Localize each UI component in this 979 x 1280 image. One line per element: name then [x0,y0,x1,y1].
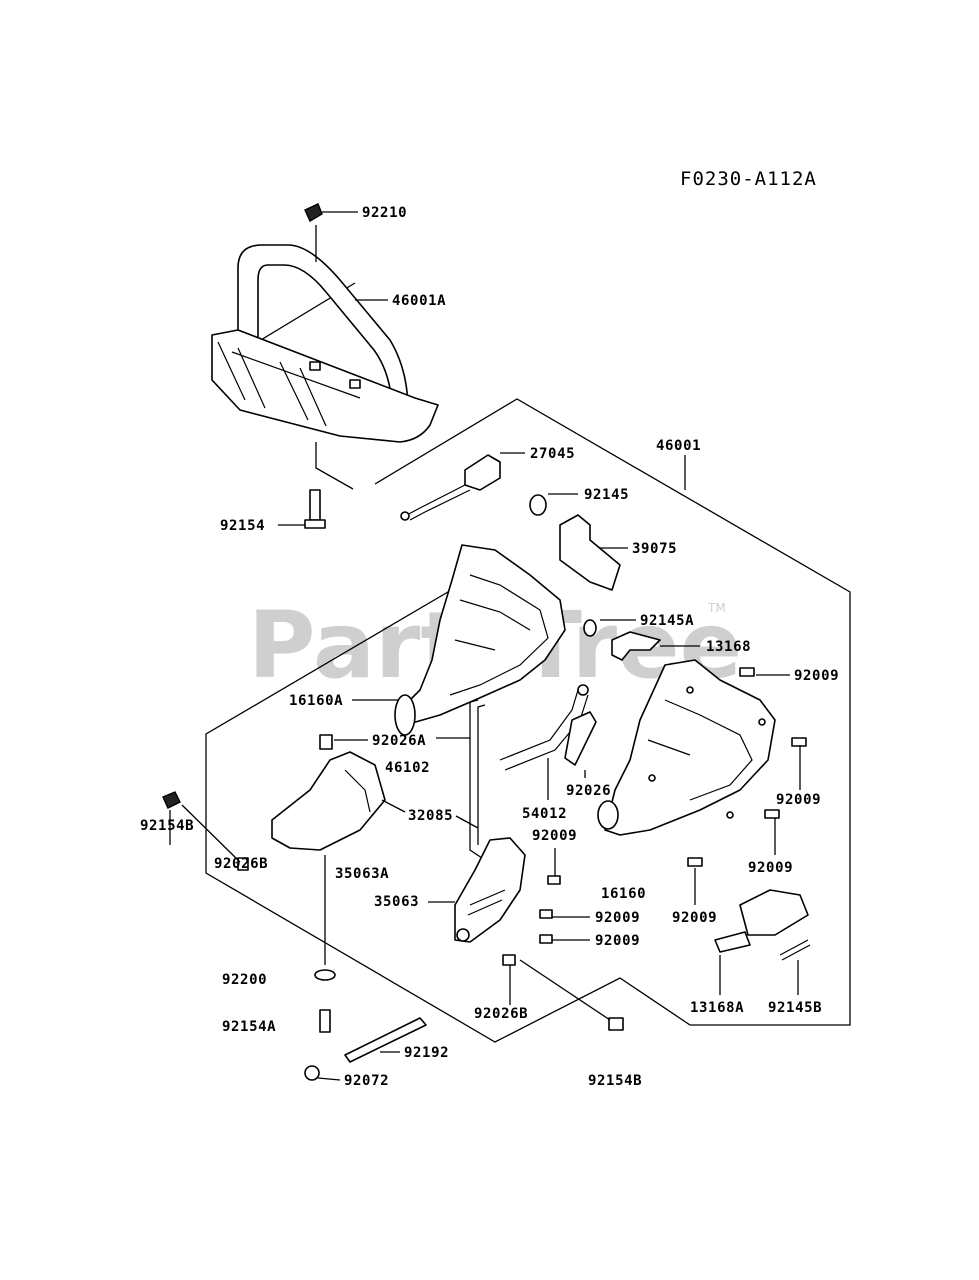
throttle-lever-part [400,454,501,521]
label-13168A: 13168A [690,1000,744,1016]
lockout-lever-part [714,889,811,961]
label-92154: 92154 [220,518,265,534]
trigger-part [529,494,621,591]
top-handle-part [211,203,439,443]
label-92192: 92192 [404,1045,449,1061]
label-13168: 13168 [706,639,751,655]
label-92009-a: 92009 [794,668,839,684]
label-54012: 54012 [522,806,567,822]
label-92145: 92145 [584,487,629,503]
leader-lines [169,211,801,1081]
label-92154B-b: 92154B [588,1073,642,1089]
assembly-outline-46001 [205,398,851,1043]
label-92154B-a: 92154B [140,818,194,834]
label-35063A: 35063A [335,866,389,882]
label-92210: 92210 [362,205,407,221]
fasteners [162,489,807,1081]
label-16160: 16160 [601,886,646,902]
diagram-reference-code: F0230-A112A [680,168,817,190]
label-92009-f: 92009 [672,910,717,926]
side-housing-part [597,659,776,836]
label-92026A: 92026A [372,733,426,749]
label-92009-g: 92009 [748,860,793,876]
label-92009-e: 92009 [595,933,640,949]
part-labels: 92210 46001A 92154 27045 46001 92145 390… [140,205,839,1089]
trigger-lever-part [611,631,661,661]
label-92145A: 92145A [640,613,694,629]
label-46001: 46001 [656,438,701,454]
front-mount-part [454,837,526,943]
label-27045: 27045 [530,446,575,462]
label-92200: 92200 [222,972,267,988]
label-92009-c: 92009 [532,828,577,844]
label-92009-d: 92009 [595,910,640,926]
label-92026B-b: 92026B [474,1006,528,1022]
rear-mount-part [237,734,386,871]
label-39075: 39075 [632,541,677,557]
label-16160A: 16160A [289,693,343,709]
label-92026: 92026 [566,783,611,799]
watermark-trademark: TM [707,601,726,615]
label-46001A: 46001A [392,293,446,309]
label-92154A: 92154A [222,1019,276,1035]
main-frame-part [394,544,597,736]
label-32085: 32085 [408,808,453,824]
label-92145B: 92145B [768,1000,822,1016]
label-92009-b: 92009 [776,792,821,808]
label-35063: 35063 [374,894,419,910]
label-92072: 92072 [344,1073,389,1089]
cable-part [499,684,597,771]
label-46102: 46102 [385,760,430,776]
label-92026B-a: 92026B [214,856,268,872]
